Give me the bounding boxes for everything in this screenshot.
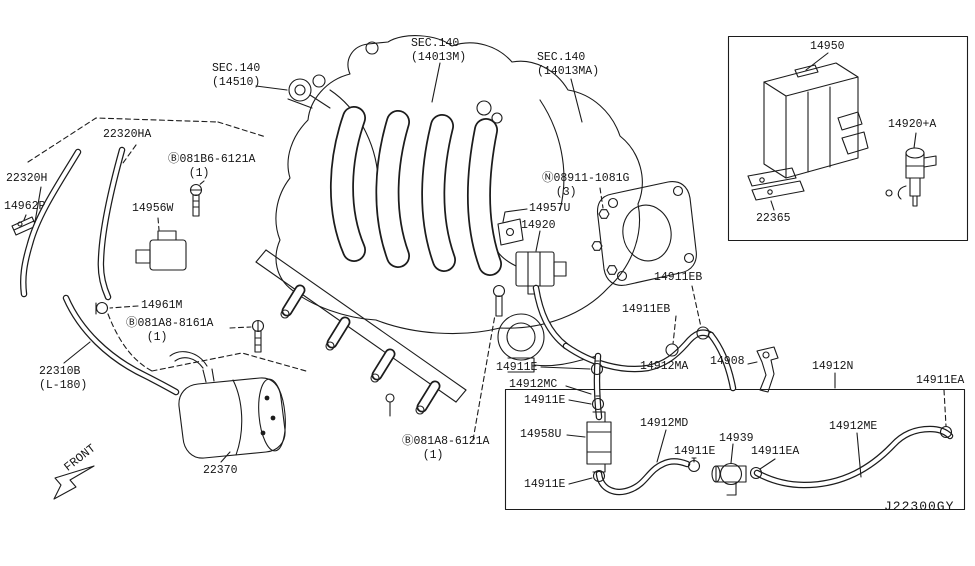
left-parts xyxy=(11,183,265,353)
bracket-22365 xyxy=(747,167,805,211)
label-14911eb-b: 14911EB xyxy=(622,303,671,316)
label-22370: 22370 xyxy=(203,464,238,477)
label-nut-08911: Ⓝ08911-1081G (3) xyxy=(542,172,630,200)
clamp-icon xyxy=(939,425,953,439)
valve-14939 xyxy=(711,462,747,496)
canister-22370 xyxy=(169,351,286,463)
label-bolt-081a8-8161a: Ⓑ081A8-8161A (1) xyxy=(126,317,214,345)
nut-icon xyxy=(598,209,610,219)
label-14911e-d: 14911E xyxy=(524,478,566,491)
label-14961m: 14961M xyxy=(141,299,183,312)
label-14956w: 14956W xyxy=(132,202,174,215)
label-22320ha: 22320HA xyxy=(103,128,152,141)
clamp-icon xyxy=(665,343,679,357)
label-14912md: 14912MD xyxy=(640,417,689,430)
label-14912n: 14912N xyxy=(812,360,854,373)
label-14912mc: 14912MC xyxy=(509,378,558,391)
nut-icon xyxy=(591,241,603,251)
label-bolt-081b6: Ⓑ081B6-6121A (1) xyxy=(168,153,256,181)
label-14911e-b: 14911E xyxy=(524,394,566,407)
check-valve-14958u xyxy=(586,411,612,473)
bracket-14908 xyxy=(747,346,779,393)
label-14950: 14950 xyxy=(810,40,845,53)
clamp-icon xyxy=(749,466,763,480)
label-22365: 22365 xyxy=(756,212,791,225)
nut-icon xyxy=(606,265,618,275)
label-14908: 14908 xyxy=(710,355,745,368)
label-14962p: 14962P xyxy=(4,200,46,213)
clamp-icon xyxy=(591,397,605,411)
label-bolt-081a8-6121a: Ⓑ081A8-6121A (1) xyxy=(402,435,490,463)
hose-assembly-14912n xyxy=(586,411,954,496)
label-sec140-14013ma: SEC.140 (14013MA) xyxy=(537,51,600,79)
label-14912ma: 14912MA xyxy=(640,360,689,373)
label-14958u: 14958U xyxy=(520,428,562,441)
label-sec140-14510: SEC.140 (14510) xyxy=(212,62,261,90)
canister-14950 xyxy=(763,52,869,179)
label-14911eb-a: 14911EB xyxy=(654,271,703,284)
label-14911ea-b: 14911EA xyxy=(751,445,800,458)
label-14939: 14939 xyxy=(719,432,754,445)
valve-14920-plus-a xyxy=(885,132,937,207)
label-22310b: 22310B (L-180) xyxy=(39,365,88,393)
label-22320h: 22320H xyxy=(6,172,48,185)
label-14920: 14920 xyxy=(521,219,556,232)
clamp-icon xyxy=(590,362,604,376)
label-14957u: 14957U xyxy=(529,202,571,215)
label-14911ea-a: 14911EA xyxy=(916,374,965,387)
fuel-rail xyxy=(255,249,467,417)
label-sheet-code: J22300GY xyxy=(884,499,955,514)
label-14912me: 14912ME xyxy=(829,420,878,433)
front-arrow-icon xyxy=(53,465,95,500)
label-14920-plus-a: 14920+A xyxy=(888,118,937,131)
engine-manifold xyxy=(255,35,643,335)
solenoid-valve-14920 xyxy=(492,208,567,317)
solenoid-14956w xyxy=(149,239,187,271)
label-14911e-a: 14911E xyxy=(496,361,538,374)
clamp-icon xyxy=(696,326,710,340)
leader-lines xyxy=(34,186,862,485)
gasket-plate xyxy=(591,181,697,286)
clamp-icon xyxy=(592,469,606,483)
intake-runners xyxy=(330,106,502,276)
construction-lines xyxy=(27,117,947,441)
label-14911e-c: 14911E xyxy=(674,445,716,458)
label-sec140-14013m: SEC.140 (14013M) xyxy=(411,37,467,65)
clamp-14961m xyxy=(95,301,109,315)
